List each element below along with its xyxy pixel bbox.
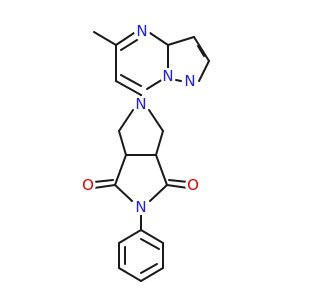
bond — [120, 39, 138, 51]
atom-label: N — [184, 72, 195, 90]
bond — [114, 154, 127, 186]
bond-carbonyl — [168, 179, 189, 183]
bond — [198, 60, 210, 82]
atom-label: N — [162, 67, 173, 85]
bond — [175, 79, 182, 82]
atom-nitrogen-imide: N — [133, 198, 149, 216]
atom-layer: N N N N N O O — [80, 22, 201, 216]
bond — [118, 130, 127, 156]
atom-label: N — [135, 95, 146, 113]
bond — [155, 130, 164, 156]
bond — [115, 80, 142, 96]
atom-nitrogen-pyrazole: N — [182, 72, 198, 90]
bond-layer — [93, 30, 210, 282]
bond-carbonyl — [93, 179, 114, 183]
atom-nitrogen-pyrimidine: N — [134, 22, 150, 40]
bond — [140, 238, 160, 250]
bond — [148, 109, 164, 132]
atom-label: O — [187, 176, 199, 194]
bond — [167, 36, 195, 46]
atom-oxygen-right: O — [185, 176, 201, 194]
bond — [140, 229, 164, 244]
bond-carbonyl — [93, 184, 116, 189]
bond — [140, 267, 164, 282]
bond — [149, 184, 168, 202]
bond — [140, 263, 158, 274]
atom-nitrogen-pyrrolidine: N — [133, 95, 149, 113]
bond — [118, 267, 142, 282]
molecule-diagram: N N N N N O O — [80, 22, 210, 282]
atom-oxygen-left: O — [80, 176, 96, 194]
bond — [197, 45, 205, 57]
bond-carbonyl — [166, 184, 189, 189]
bond — [120, 74, 142, 87]
bond — [118, 229, 142, 244]
bond — [115, 30, 138, 46]
atom-label: N — [135, 198, 146, 216]
bond — [118, 109, 134, 132]
atom-label: O — [82, 176, 94, 194]
bond-methyl — [93, 31, 117, 46]
bond — [193, 36, 210, 62]
atom-nitrogen-bridgehead: N — [160, 67, 176, 85]
atom-label: N — [136, 22, 147, 40]
bond — [114, 184, 133, 202]
bond — [146, 30, 169, 46]
bond — [155, 154, 168, 186]
